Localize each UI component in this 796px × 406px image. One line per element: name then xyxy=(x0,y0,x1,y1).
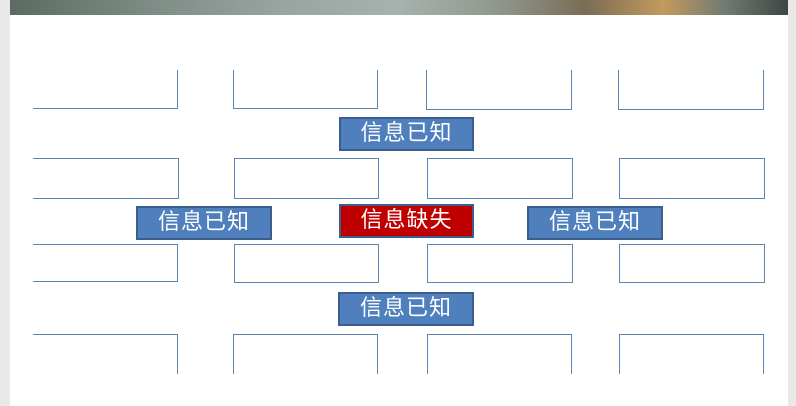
grid-cell xyxy=(426,70,572,110)
missing-info-label-center: 信息缺失 xyxy=(339,204,474,238)
grid-cell xyxy=(233,70,378,109)
grid-cell xyxy=(33,334,178,374)
grid-cell xyxy=(233,334,378,374)
grid-cell xyxy=(619,334,764,374)
grid-cell xyxy=(33,158,179,199)
grid-cell xyxy=(234,158,379,199)
grid-cell xyxy=(33,244,178,282)
grid-cell xyxy=(619,158,765,199)
header-photo-strip xyxy=(10,0,788,15)
grid-cell xyxy=(619,244,765,283)
grid-cell xyxy=(234,244,379,283)
known-info-label-top: 信息已知 xyxy=(339,117,474,151)
known-info-label-bottom: 信息已知 xyxy=(338,292,474,326)
grid-cell xyxy=(33,70,178,109)
slide-canvas xyxy=(10,0,788,406)
grid-cell xyxy=(427,334,572,374)
known-info-label-left: 信息已知 xyxy=(136,206,272,240)
known-info-label-right: 信息已知 xyxy=(527,206,663,240)
grid-cell xyxy=(427,158,573,199)
grid-cell xyxy=(427,244,573,283)
grid-cell xyxy=(618,70,764,110)
